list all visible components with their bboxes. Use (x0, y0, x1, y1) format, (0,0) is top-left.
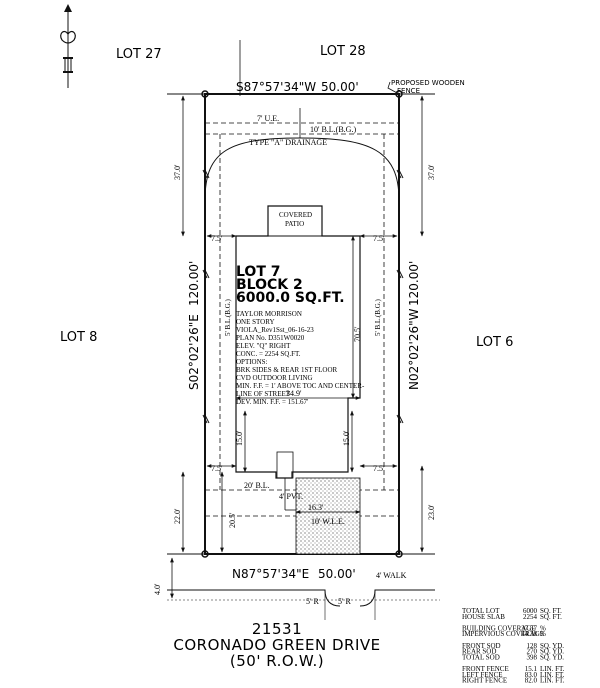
water-line-easement: 10' W.L.E. (311, 517, 345, 526)
patio-label-line2: PATIO (285, 220, 304, 228)
driveway (295, 477, 361, 555)
side-right-top: 7.5' (373, 234, 385, 243)
summary-label: TOTAL SOD (462, 653, 500, 661)
radius-left: 5' R (306, 597, 319, 606)
rear-depth-left: 37.0' (173, 164, 182, 180)
left-side-building-line: 5' B.L.(B.G.) (224, 298, 232, 336)
fence-ticks (202, 169, 404, 424)
house-info-line: CVD OUTDOOR LIVING (236, 374, 313, 382)
house-info-line: ONE STORY (236, 318, 275, 326)
summary-unit: % (540, 630, 546, 638)
north-bearing: S87°57'34"W (236, 80, 316, 94)
summary-unit: SQ. YD. (540, 648, 564, 656)
house-info-line: CONC. = 2254 SQ.FT. (236, 350, 301, 358)
garage-right-depth: 15.0' (342, 430, 351, 446)
walk-note: 4' WALK (376, 571, 407, 580)
front-right: 23.0' (427, 504, 436, 520)
summary-unit: SQ. YD. (540, 653, 564, 661)
north-arrow-icon (60, 4, 76, 88)
house-info-line: BRK SIDES & REAR 1ST FLOOR (236, 366, 338, 374)
drive-width: 16.3' (308, 503, 324, 512)
side-left-bottom: 7.5' (211, 464, 223, 473)
street-offset: 4.0' (153, 583, 162, 595)
lot-number: LOT 7 (236, 264, 281, 280)
house-info-block: TAYLOR MORRISON ONE STORY VIOLA_Rev1Sst_… (236, 310, 365, 406)
west-distance: 120.00' (187, 261, 201, 306)
east-distance: 120.00' (407, 261, 421, 306)
south-bearing: N87°57'34"E (232, 567, 309, 581)
right-side-building-line: 5' B.L.(B.G.) (374, 298, 382, 336)
south-distance: 50.00' (318, 567, 356, 581)
summary-unit: SQ. FT. (540, 613, 562, 621)
summary-unit: LIN. FT. (540, 671, 565, 679)
summary-unit: % (540, 624, 546, 632)
summary-value: 82.0 (525, 677, 538, 685)
rear-depth-right: 37.0' (427, 164, 436, 180)
right-of-way: (50' R.O.W.) (230, 652, 324, 670)
summary-label: IMPERVIOUS COVERAGE (462, 630, 544, 638)
house-info-line: TAYLOR MORRISON (236, 310, 302, 318)
front-left-outer: 22.0' (173, 508, 182, 524)
street-name: CORONADO GREEN DRIVE (173, 636, 380, 654)
house-depth: 70.5' (353, 326, 362, 342)
radius-right: 5' R (338, 597, 351, 606)
summary-value: 270 (527, 648, 538, 656)
lot-area: 6000.0 SQ.FT. (236, 290, 345, 306)
lot-28-label: LOT 28 (320, 44, 366, 59)
summary-label: HOUSE SLAB (462, 613, 505, 621)
drainage-swale (204, 137, 400, 201)
lot-8-label: LOT 8 (60, 330, 97, 345)
house-info-line: VIOLA_Rev1Sst_06-16-23 (236, 326, 314, 334)
house-info-line: LINE OF STREET (236, 390, 291, 398)
north-distance: 50.00' (321, 80, 359, 94)
summary-label: TOTAL LOT (462, 607, 500, 615)
summary-unit: LIN. FT. (540, 665, 565, 673)
summary-value: 83.0 (525, 671, 538, 679)
east-bearing: N02°02'26"W (407, 308, 421, 390)
summary-value: 44.38 (521, 630, 537, 638)
fence-note-line2: FENCE (397, 87, 420, 95)
house-info-line: ELEV. "Q" RIGHT (236, 342, 291, 350)
summary-label: FRONT SOD (462, 642, 501, 650)
patio-label-line1: COVERED (279, 211, 312, 219)
drainage-note: TYPE "A" DRAINAGE (249, 138, 327, 147)
lot-6-label: LOT 6 (476, 335, 513, 350)
fence-note-line1: PROPOSED WOODEN (391, 79, 465, 87)
summary-label: REAR SOD (462, 648, 496, 656)
house-info-line: PLAN No. D351W0020 (236, 334, 305, 342)
front-left-inner: 20.5' (228, 512, 237, 528)
side-right-bottom: 7.5' (373, 464, 385, 473)
summary-value: 128 (527, 642, 538, 650)
summary-value: 398 (527, 653, 538, 661)
house-info-line: OPTIONS: (236, 358, 268, 366)
lot-27-label: LOT 27 (116, 47, 162, 62)
private-walk: 4' PVT. (279, 492, 303, 501)
summary-value: 15.1 (525, 665, 538, 673)
summary-value: 37.57 (521, 624, 537, 632)
garage-left-depth: 15.0' (235, 430, 244, 446)
address-number: 21531 (252, 620, 302, 638)
summary-unit: SQ. FT. (540, 607, 562, 615)
summary-label: LEFT FENCE (462, 671, 503, 679)
rear-building-line: 10' B.L.(B.G.) (310, 125, 356, 134)
house-info-line: MIN. F.F. = 1' ABOVE TOC AND CENTER- (236, 382, 365, 390)
summary-unit: LIN. FT. (540, 677, 565, 685)
house-width: 34.9' (286, 389, 302, 398)
summary-label: BUILDING COVERAGE (462, 624, 536, 632)
summary-label: FRONT FENCE (462, 665, 509, 673)
summary-unit: SQ. YD. (540, 642, 564, 650)
summary-value: 2254 (523, 613, 538, 621)
utility-easement: 7' U.E. (257, 114, 279, 123)
side-left-top: 7.5' (211, 234, 223, 243)
summary-value: 6000 (523, 607, 538, 615)
block-number: BLOCK 2 (236, 277, 303, 293)
house-info-line: DEV. MIN. F.F. = 151.67' (236, 398, 308, 406)
summary-label: RIGHT FENCE (462, 677, 507, 685)
front-building-line: 20' B.L. (244, 481, 270, 490)
west-bearing: S02°02'26"E (187, 314, 201, 390)
